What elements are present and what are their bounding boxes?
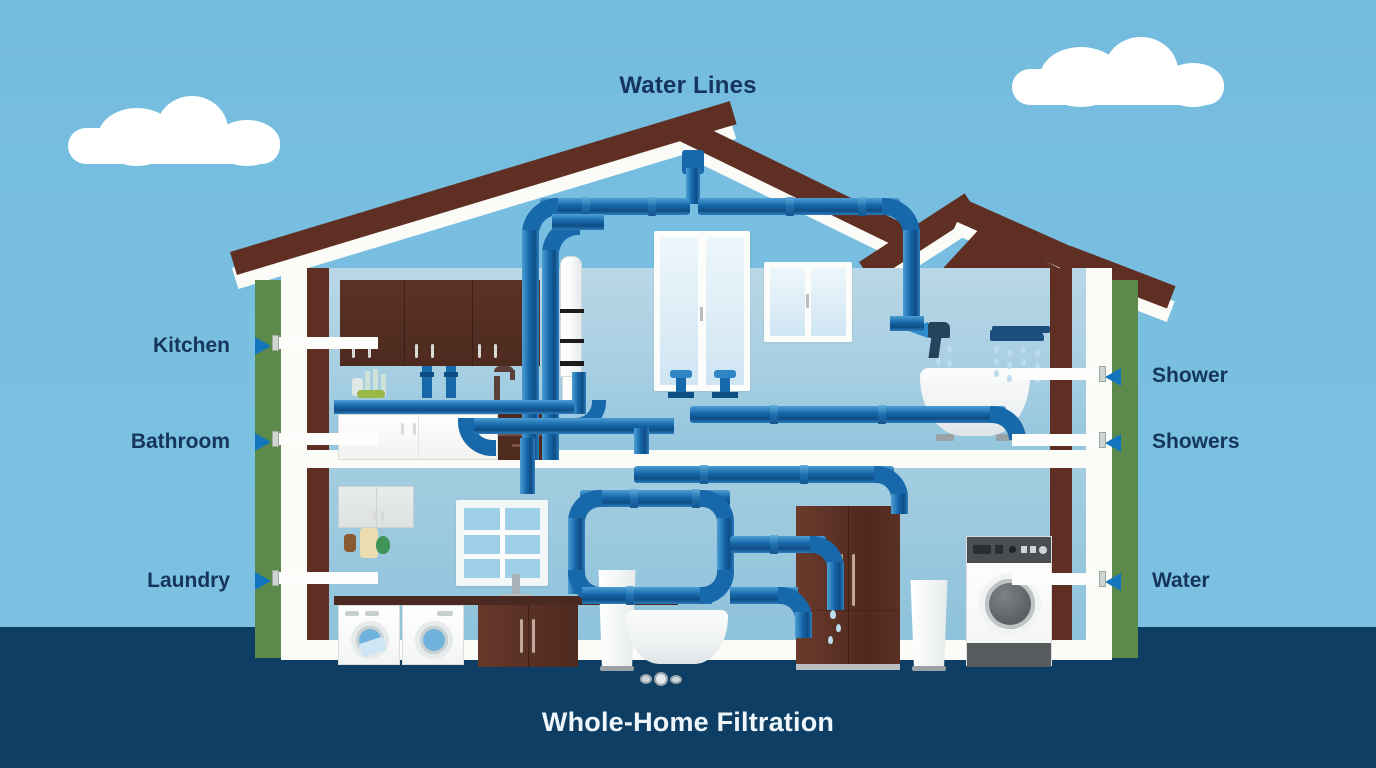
page-title: Water Lines (619, 72, 757, 99)
pipe-attic-riser (686, 168, 700, 204)
connector-cap-showers (1099, 432, 1106, 448)
pipe-counter-run (334, 400, 574, 414)
pipe-midfloor-right (690, 406, 1006, 423)
shower-arm (992, 326, 1050, 333)
washer (338, 605, 400, 665)
interior-column-right-lower (1050, 466, 1072, 658)
label-shower-text: Shower (1152, 364, 1228, 387)
pipe-branch-down (827, 562, 844, 610)
pipe-attic-horizontal-right (698, 198, 900, 215)
connector-cap-shower (1099, 366, 1106, 382)
connector-laundry (274, 572, 378, 584)
kitchen-supplies (352, 368, 412, 398)
cloud-left (68, 92, 280, 166)
filtration-tank-right-base (912, 666, 946, 671)
pipe-lower-ceiling-run (634, 466, 894, 483)
cloud-right (1012, 33, 1224, 107)
pipe-drop-run (474, 418, 674, 434)
connector-shower (1012, 368, 1106, 380)
shower-head (990, 330, 1044, 341)
laundry-hanging-supplies (342, 528, 390, 564)
interior-column-left-upper (307, 268, 329, 450)
pipe-right-wall-drop (891, 494, 908, 514)
label-laundry: Laundry (0, 569, 230, 593)
washing-machine (966, 536, 1052, 667)
connector-kitchen (274, 337, 378, 349)
pipe-lower-right-vert (717, 518, 734, 570)
triangle-left-marker-showers (1105, 434, 1121, 452)
label-bathroom-text: Bathroom (130, 430, 230, 453)
side-window (764, 262, 852, 342)
connector-cap-laundry (272, 570, 279, 586)
interior-column-right-upper (1050, 268, 1072, 450)
triangle-right-marker-laundry (255, 572, 271, 590)
refrigerator-base (796, 664, 900, 670)
triangle-left-marker-shower (1105, 368, 1121, 386)
kitchen-sink-faucet (484, 366, 518, 404)
soaking-tub (626, 610, 728, 664)
kitchen-valve-cluster (420, 366, 464, 398)
lower-valve-cluster (640, 671, 686, 687)
filtration-tank-left-base (600, 666, 634, 671)
connector-cap-water (1099, 571, 1106, 587)
label-laundry-text: Laundry (147, 569, 230, 592)
pipe-lower-bottom-run (582, 587, 712, 604)
house-cutaway (230, 101, 1176, 686)
label-kitchen-text: Kitchen (152, 334, 230, 357)
connector-showers (1012, 434, 1106, 446)
filtration-tank-right (910, 580, 948, 666)
pipe-attic-horizontal-left (540, 198, 690, 215)
caption-title: Whole-Home Filtration (541, 707, 835, 737)
pipe-through-floor (520, 438, 535, 494)
siding-right (1112, 280, 1138, 658)
triangle-right-marker-kitchen (255, 337, 271, 355)
refrigerator (796, 506, 900, 664)
dryer (402, 605, 464, 665)
pipe-riser-right (903, 230, 920, 328)
bathtub-foot-left (936, 434, 954, 441)
kitchen-upper-cabinets (340, 280, 540, 366)
pipe-branch-to-sink (552, 214, 604, 230)
laundry-base-cabinet (478, 605, 578, 667)
connector-bathroom (274, 433, 378, 445)
water-filter-cylinder (560, 256, 584, 378)
patio-door-window (654, 231, 750, 391)
supply-valve-right (712, 368, 738, 398)
pipe-shower-feed (890, 316, 924, 331)
pipe-branch-down2 (795, 612, 812, 638)
laundry-window (456, 500, 548, 586)
label-water-text: Water (1152, 569, 1210, 592)
label-water: Water (1152, 569, 1210, 593)
connector-water (1012, 573, 1106, 585)
laundry-countertop (334, 596, 678, 605)
label-kitchen: Kitchen (0, 334, 230, 358)
pipe-branch-right-upper (730, 536, 826, 553)
connector-cap-kitchen (272, 335, 279, 351)
triangle-right-marker-bathroom (255, 433, 271, 451)
pipe-through-floor-2 (634, 428, 649, 454)
label-bathroom: Bathroom (0, 430, 230, 454)
label-showers: Showers (1152, 430, 1240, 454)
interior-column-left-lower (307, 466, 329, 658)
connector-cap-bathroom (272, 431, 279, 447)
label-shower: Shower (1152, 364, 1228, 388)
triangle-left-marker-water (1105, 573, 1121, 591)
label-showers-text: Showers (1152, 430, 1240, 453)
supply-valve-left (668, 368, 694, 398)
pipe-drip-outlet (824, 606, 848, 646)
laundry-wall-cabinet (338, 486, 414, 528)
